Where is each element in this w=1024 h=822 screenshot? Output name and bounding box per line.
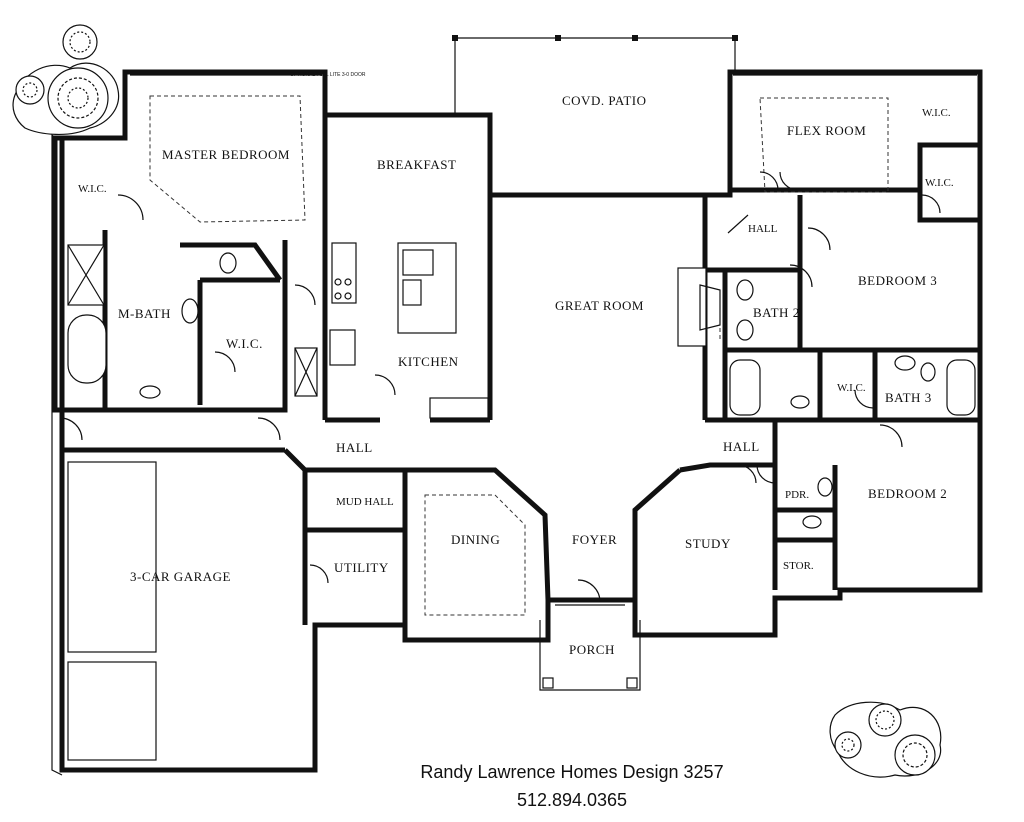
room-label-hall-right: HALL (723, 439, 760, 454)
room-label-wic-mbath: W.I.C. (226, 336, 263, 351)
room-label-porch: PORCH (569, 642, 615, 657)
room-label-wic-bath3: W.I.C. (837, 382, 866, 394)
caption-phone: 512.894.0365 (516, 790, 628, 810)
caption-title: Randy Lawrence Homes Design 3257 (420, 762, 724, 782)
door-note: OPTIONAL FULL LITE 3-0 DOOR (290, 72, 366, 78)
room-label-utility: UTILITY (334, 560, 389, 575)
room-label-mud-hall: MUD HALL (336, 496, 394, 508)
room-label-foyer: FOYER (572, 532, 617, 547)
kitchen-fixtures (294, 242, 489, 419)
room-label-flex-room: FLEX ROOM (787, 123, 866, 138)
room-label-wic-flex: W.I.C. (922, 107, 951, 119)
room-label-hall-upper: HALL (748, 223, 778, 235)
room-label-bath-2: BATH 2 (753, 305, 800, 320)
ceiling-outlines (149, 95, 889, 616)
fireplace (677, 267, 721, 347)
room-label-dining: DINING (451, 532, 500, 547)
room-label-wic-right-upper: W.I.C. (925, 177, 954, 189)
room-label-bedroom-3: BEDROOM 3 (858, 273, 937, 288)
room-label-wic-master: W.I.C. (78, 183, 107, 195)
door-swings (59, 171, 941, 603)
covered-patio (452, 35, 738, 115)
room-label-bedroom-2: BEDROOM 2 (868, 486, 947, 501)
room-label-kitchen: KITCHEN (398, 354, 459, 369)
exterior-walls (51, 69, 983, 776)
room-label-master-bedroom: MASTER BEDROOM (162, 147, 290, 162)
room-label-breakfast: BREAKFAST (377, 157, 456, 172)
interior-walls (59, 115, 980, 625)
landscape-shrubs-bottom-right (829, 701, 942, 778)
room-label-great-room: GREAT ROOM (555, 298, 644, 313)
room-label-covd-patio: COVD. PATIO (562, 93, 646, 108)
porch (539, 604, 641, 691)
room-label-m-bath: M-BATH (118, 306, 171, 321)
room-label-pdr: PDR. (785, 489, 809, 501)
room-label-study: STUDY (685, 536, 731, 551)
room-labels: MASTER BEDROOM BREAKFAST COVD. PATIO FLE… (78, 72, 954, 657)
bath-fixtures (67, 244, 976, 529)
landscape-shrubs-top-left (12, 24, 120, 136)
room-label-hall-main: HALL (336, 440, 373, 455)
room-label-garage: 3-CAR GARAGE (130, 569, 231, 584)
garage-bays (67, 461, 157, 761)
room-label-bath-3: BATH 3 (885, 390, 932, 405)
room-label-stor: STOR. (783, 560, 814, 572)
